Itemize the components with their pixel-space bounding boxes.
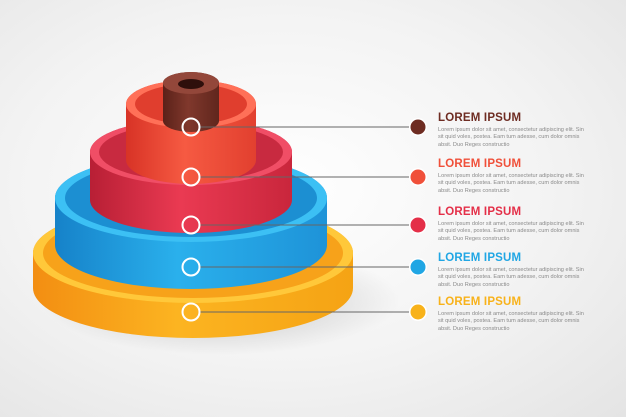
tier-brown-core xyxy=(163,72,219,132)
entry-level-3: LOREM IPSUM Lorem ipsum dolor sit amet, … xyxy=(438,206,608,243)
legend-dot xyxy=(410,217,426,233)
legend-dot xyxy=(410,259,426,275)
marker-ring xyxy=(181,257,201,277)
entry-title: LOREM IPSUM xyxy=(438,296,522,308)
legend-dot xyxy=(410,304,426,320)
marker-ring xyxy=(181,117,201,137)
entry-level-4: LOREM IPSUM Lorem ipsum dolor sit amet, … xyxy=(438,252,608,289)
entry-body: Lorem ipsum dolor sit amet, consectetur … xyxy=(438,267,584,288)
marker-ring xyxy=(181,302,201,322)
entry-level-5: LOREM IPSUM Lorem ipsum dolor sit amet, … xyxy=(438,296,608,333)
entry-level-1: LOREM IPSUM Lorem ipsum dolor sit amet, … xyxy=(438,112,608,149)
marker-ring xyxy=(181,215,201,235)
entry-body: Lorem ipsum dolor sit amet, consectetur … xyxy=(438,311,584,332)
entry-level-2: LOREM IPSUM Lorem ipsum dolor sit amet, … xyxy=(438,158,608,195)
entry-title: LOREM IPSUM xyxy=(438,206,522,218)
entry-title: LOREM IPSUM xyxy=(438,112,522,124)
legend-dot xyxy=(410,119,426,135)
entry-title: LOREM IPSUM xyxy=(438,252,522,264)
legend-dot xyxy=(410,169,426,185)
entry-title: LOREM IPSUM xyxy=(438,158,522,170)
entry-body: Lorem ipsum dolor sit amet, consectetur … xyxy=(438,221,584,242)
entry-body: Lorem ipsum dolor sit amet, consectetur … xyxy=(438,173,584,194)
entry-body: Lorem ipsum dolor sit amet, consectetur … xyxy=(438,127,584,148)
marker-ring xyxy=(181,167,201,187)
